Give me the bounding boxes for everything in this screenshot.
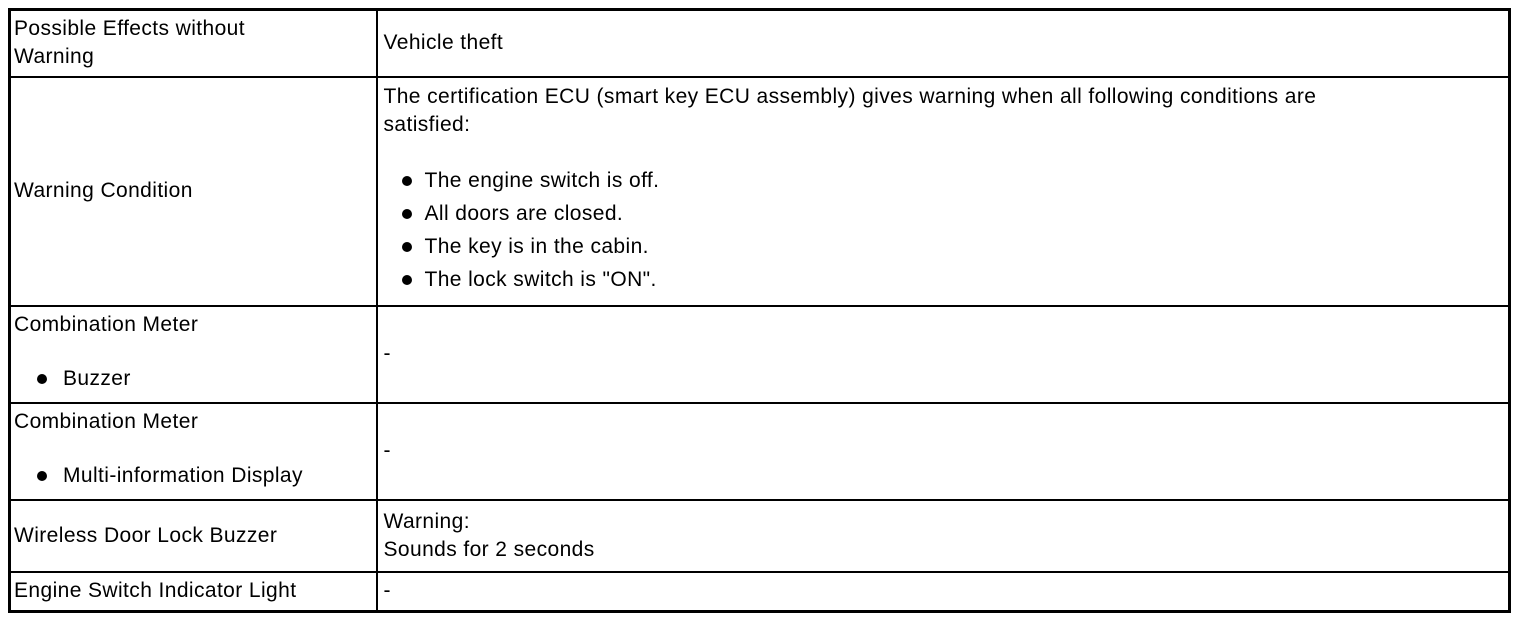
table-row-engine-switch-indicator: Engine Switch Indicator Light - (8, 570, 1511, 613)
list-item: The key is in the cabin. (384, 233, 1501, 261)
list-item: The lock switch is "ON". (384, 266, 1501, 294)
row-value-warning-condition: The certification ECU (smart key ECU ass… (375, 75, 1511, 307)
row-label-sublist: Buzzer (14, 365, 368, 393)
row-value-combination-meter-display: - (375, 401, 1511, 501)
warning-spec-table: Possible Effects without Warning Vehicle… (8, 8, 1511, 613)
row-label-title: Combination Meter (14, 312, 199, 336)
table-row-wireless-door-lock-buzzer: Wireless Door Lock Buzzer Warning: Sound… (8, 498, 1511, 573)
row-value-engine-switch-indicator: - (375, 570, 1511, 613)
bullet-icon (401, 275, 412, 285)
list-item-text: The lock switch is "ON". (424, 268, 657, 291)
row-label-warning-condition: Warning Condition (8, 75, 378, 307)
table-row-warning-condition: Warning Condition The certification ECU … (8, 75, 1511, 307)
warning-condition-intro: The certification ECU (smart key ECU ass… (383, 85, 1317, 136)
list-item-text: The key is in the cabin. (424, 235, 649, 258)
row-label-title: Combination Meter (14, 409, 199, 433)
warning-condition-list: The engine switch is off. All doors are c… (384, 167, 1501, 294)
bullet-icon (37, 470, 47, 481)
row-label-engine-switch-indicator: Engine Switch Indicator Light (8, 570, 378, 613)
row-value-combination-meter-buzzer: - (375, 304, 1511, 404)
list-item: Buzzer (14, 365, 368, 393)
row-label-sublist: Multi-information Display (14, 462, 368, 490)
bullet-icon (401, 176, 412, 186)
table-row-possible-effects: Possible Effects without Warning Vehicle… (8, 8, 1511, 78)
row-value-wireless-door-lock-buzzer: Warning: Sounds for 2 seconds (375, 498, 1511, 573)
bullet-icon (401, 242, 412, 252)
list-item: Multi-information Display (14, 462, 368, 490)
list-item: The engine switch is off. (384, 167, 1501, 195)
list-item-text: The engine switch is off. (424, 169, 660, 192)
list-item-text: Multi-information Display (63, 463, 303, 487)
bullet-icon (401, 209, 412, 219)
row-value-possible-effects: Vehicle theft (375, 8, 1511, 78)
row-label-possible-effects: Possible Effects without Warning (8, 8, 378, 78)
list-item-text: All doors are closed. (424, 202, 624, 225)
row-label-wireless-door-lock-buzzer: Wireless Door Lock Buzzer (8, 498, 378, 573)
bullet-icon (37, 373, 47, 384)
list-item: All doors are closed. (384, 200, 1501, 228)
list-item-text: Buzzer (63, 366, 131, 390)
